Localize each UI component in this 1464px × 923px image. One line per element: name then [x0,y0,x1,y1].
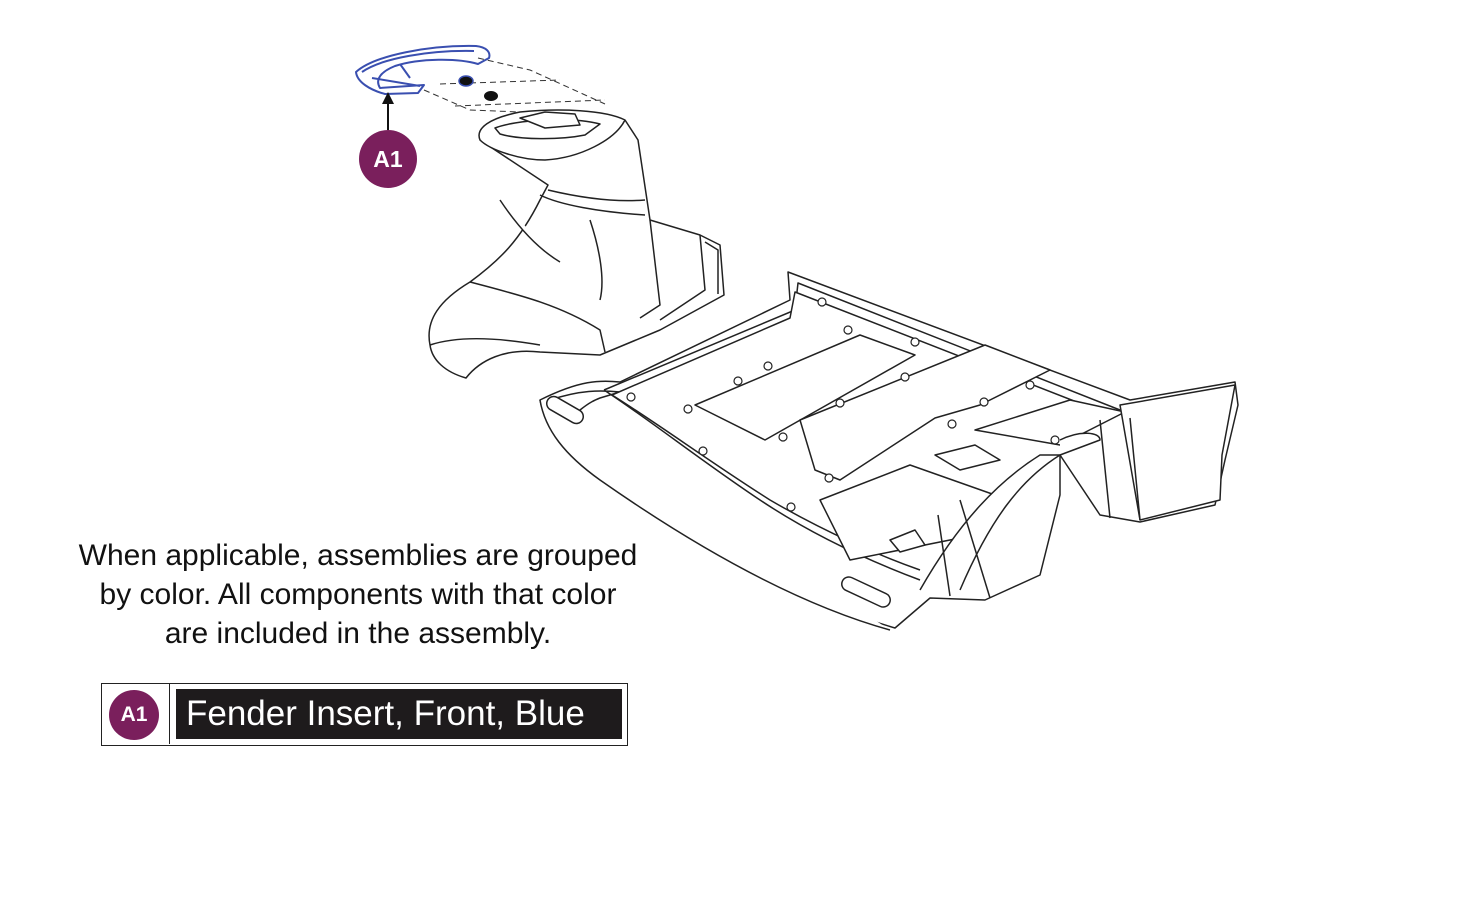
note-line-2: by color. All components with that color [99,578,617,611]
legend-badge-a1: A1 [109,690,159,740]
note-line-1: When applicable, assemblies are grouped [78,539,638,572]
deck-screw-holes [626,297,1060,512]
legend-badge-cell: A1 [102,684,170,744]
callout-leader [382,92,394,130]
fastener-2 [484,91,498,101]
assembly-color-note: When applicable, assemblies are grouped … [40,536,676,653]
legend-label: Fender Insert, Front, Blue [176,689,622,739]
legend-row-a1: A1 Fender Insert, Front, Blue [101,683,628,746]
callout-badge-a1: A1 [359,130,417,188]
fender-insert-blue [355,44,491,95]
floor-deck [539,271,1239,631]
explode-lines [423,57,606,113]
note-line-3: are included in the assembly. [164,617,552,650]
fastener-1 [458,75,474,87]
front-shroud [428,109,725,379]
